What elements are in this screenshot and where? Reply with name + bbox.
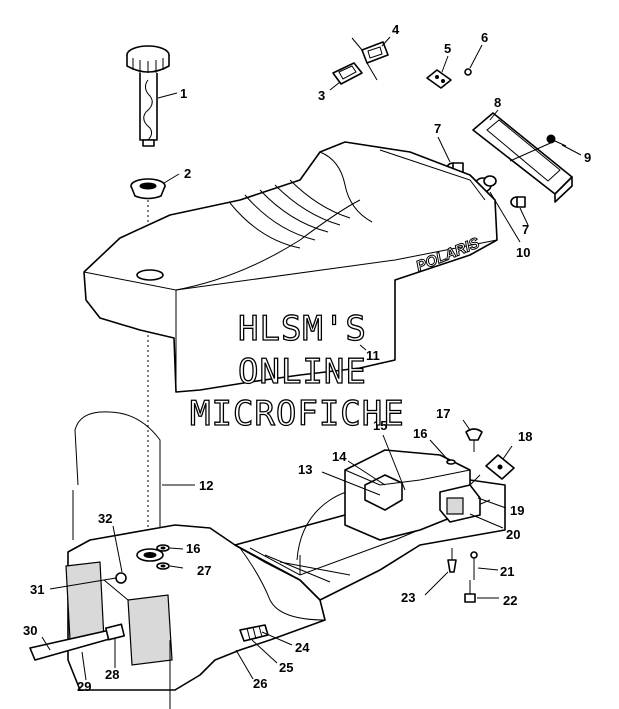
callout-16-upper: 16: [413, 426, 427, 441]
callout-16-lower: 16: [186, 541, 200, 556]
callout-30: 30: [23, 623, 37, 638]
callout-31: 31: [30, 582, 44, 597]
taillight-lens: [426, 69, 452, 89]
callout-9: 9: [584, 150, 591, 165]
bulb-socket-lower: [510, 196, 526, 208]
callout-18: 18: [518, 429, 532, 444]
push-rivet-17: [465, 428, 483, 452]
callout-24: 24: [295, 640, 310, 655]
callout-14: 14: [332, 449, 347, 464]
bolt-22: [464, 580, 476, 603]
housing-screw: [546, 134, 567, 147]
vent-line: [72, 411, 161, 540]
callout-6: 6: [481, 30, 488, 45]
fastener-23: [447, 548, 457, 573]
taillight-housing: [472, 112, 573, 203]
callout-20: 20: [506, 527, 520, 542]
clip-18: [485, 454, 515, 480]
decal-3: [332, 62, 363, 85]
callout-19: 19: [510, 503, 524, 518]
fuel-hose: [29, 623, 126, 661]
callout-27: 27: [197, 563, 211, 578]
callout-23: 23: [401, 590, 415, 605]
leader-lines: [41, 36, 582, 681]
watermark-line-3: MICROFICHE: [190, 394, 405, 434]
grommet: [130, 178, 166, 200]
callout-4: 4: [392, 22, 400, 37]
callout-26: 26: [253, 676, 267, 691]
watermark-line-1: HLSM'S: [238, 309, 367, 349]
callout-22: 22: [503, 593, 517, 608]
washer-16-lower: [156, 544, 170, 552]
callout-7-lower: 7: [522, 222, 529, 237]
watermark: HLSM'S ONLINE MICROFICHE: [189, 308, 405, 434]
callout-5: 5: [444, 41, 451, 56]
callout-2: 2: [184, 166, 191, 181]
watermark-line-2: ONLINE: [238, 352, 367, 392]
callout-8: 8: [494, 95, 501, 110]
callout-21: 21: [500, 564, 514, 579]
callout-12: 12: [199, 478, 213, 493]
lens-screw: [464, 68, 472, 76]
battery-box: [344, 449, 471, 541]
callout-25: 25: [279, 660, 293, 675]
seat: POLARIS: [83, 141, 498, 393]
callout-29: 29: [77, 679, 91, 694]
callout-28: 28: [105, 667, 119, 682]
bracket-assembly: [439, 474, 481, 523]
callout-7-upper: 7: [434, 121, 441, 136]
fuel-cap-dipstick: [126, 45, 170, 147]
callout-10: 10: [516, 245, 530, 260]
callout-1: 1: [180, 86, 187, 101]
callout-32: 32: [98, 511, 112, 526]
callout-15: 15: [373, 418, 387, 433]
fastener-21: [470, 551, 478, 580]
callout-11: 11: [366, 348, 380, 363]
callout-13: 13: [298, 462, 312, 477]
washer-27: [156, 562, 170, 570]
callout-numbers: 1 2 3 4 5 6 7 7 8 9 10 11 12 13 14 15 16…: [23, 22, 591, 694]
callout-3: 3: [318, 88, 325, 103]
decal-4: [351, 37, 389, 81]
callout-17: 17: [436, 406, 450, 421]
